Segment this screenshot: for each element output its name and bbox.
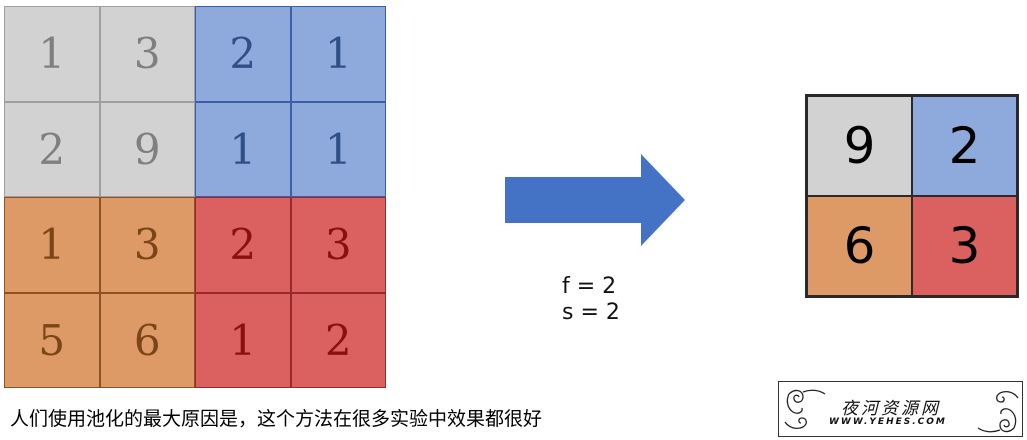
input-cell: 9	[99, 101, 195, 197]
input-cell: 2	[195, 197, 291, 293]
right-arrow-icon	[505, 154, 685, 246]
input-cell: 1	[4, 6, 100, 102]
pooling-params: f = 2 s = 2	[562, 274, 620, 326]
output-cell: 9	[807, 96, 912, 196]
input-cell: 2	[195, 6, 291, 102]
input-cell: 3	[99, 197, 195, 293]
input-cell: 1	[195, 101, 291, 197]
input-cell: 1	[195, 292, 291, 388]
input-cell: 5	[4, 292, 100, 388]
output-cell: 6	[807, 196, 912, 296]
watermark-url: WWW.YEHES.COM	[829, 417, 947, 427]
output-cell: 2	[912, 96, 1017, 196]
output-matrix: 9 2 6 3	[805, 94, 1019, 298]
input-cell: 3	[99, 6, 195, 102]
caption-text: 人们使用池化的最大原因是，这个方法在很多实验中效果都很好	[10, 408, 543, 430]
watermark-logo: 夜河资源网 WWW.YEHES.COM	[778, 381, 1023, 437]
watermark-title: 夜河资源网	[841, 399, 941, 419]
input-cell: 1	[4, 197, 100, 293]
input-cell: 3	[290, 197, 386, 293]
input-matrix: 1 3 2 1 2 9 1 1 1 3 2 3 5 6 1 2	[4, 6, 386, 388]
input-cell: 1	[290, 101, 386, 197]
stride-label: s = 2	[562, 300, 620, 325]
input-cell: 2	[4, 101, 100, 197]
ornament-icon	[784, 389, 1019, 433]
input-cell: 1	[290, 6, 386, 102]
output-cell: 3	[912, 196, 1017, 296]
input-cell: 2	[290, 292, 386, 388]
input-cell: 6	[99, 292, 195, 388]
filter-size-label: f = 2	[562, 274, 617, 299]
